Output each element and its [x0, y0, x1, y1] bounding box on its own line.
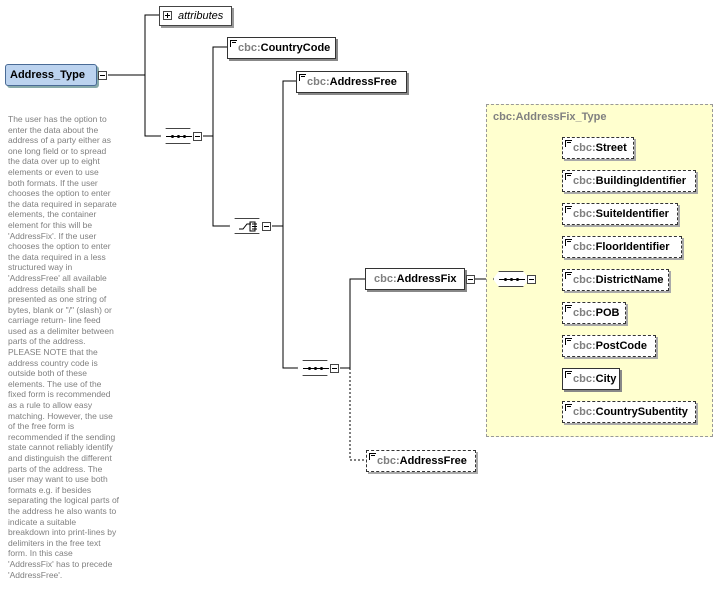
address-fix-type-title: cbc:AddressFix_Type [493, 111, 607, 123]
collapse-sequence-icon[interactable] [193, 132, 202, 141]
element-building-identifier[interactable]: cbc:BuildingIdentifier [562, 170, 696, 192]
element-address-fix[interactable]: cbc:AddressFix [365, 268, 465, 290]
element-address-free[interactable]: cbc:AddressFree [296, 71, 407, 93]
element-country-subentity[interactable]: cbc:CountrySubentity [562, 401, 696, 423]
attributes-label: attributes [178, 10, 224, 22]
element-post-code[interactable]: cbc:PostCode [562, 335, 656, 357]
documentation-text: The user has the option to enter the dat… [8, 114, 120, 580]
element-street[interactable]: cbc:Street [562, 137, 634, 159]
element-district-name[interactable]: cbc:DistrictName [562, 269, 669, 291]
element-city[interactable]: cbc:City [562, 368, 620, 390]
expand-attributes-icon[interactable] [163, 11, 172, 20]
attributes-group[interactable]: attributes [159, 6, 232, 26]
collapse-choice-icon[interactable] [262, 222, 271, 231]
element-country-code[interactable]: cbc:CountryCode [227, 37, 336, 59]
collapse-sequence-icon[interactable] [330, 364, 339, 373]
element-address-free-optional[interactable]: cbc:AddressFree [366, 450, 476, 472]
sequence-compositor-icon [493, 271, 529, 287]
collapse-root-icon[interactable] [98, 71, 107, 80]
element-suite-identifier[interactable]: cbc:SuiteIdentifier [562, 203, 678, 225]
choice-compositor-icon [229, 218, 265, 234]
element-pob[interactable]: cbc:POB [562, 302, 626, 324]
element-floor-identifier[interactable]: cbc:FloorIdentifier [562, 236, 682, 258]
root-element-label: Address_Type [10, 69, 85, 81]
collapse-sequence-icon[interactable] [527, 275, 536, 284]
root-element-address-type[interactable]: Address_Type [5, 64, 97, 86]
sequence-compositor-icon [160, 128, 196, 144]
sequence-compositor-icon [297, 360, 333, 376]
collapse-address-fix-icon[interactable] [466, 275, 475, 284]
